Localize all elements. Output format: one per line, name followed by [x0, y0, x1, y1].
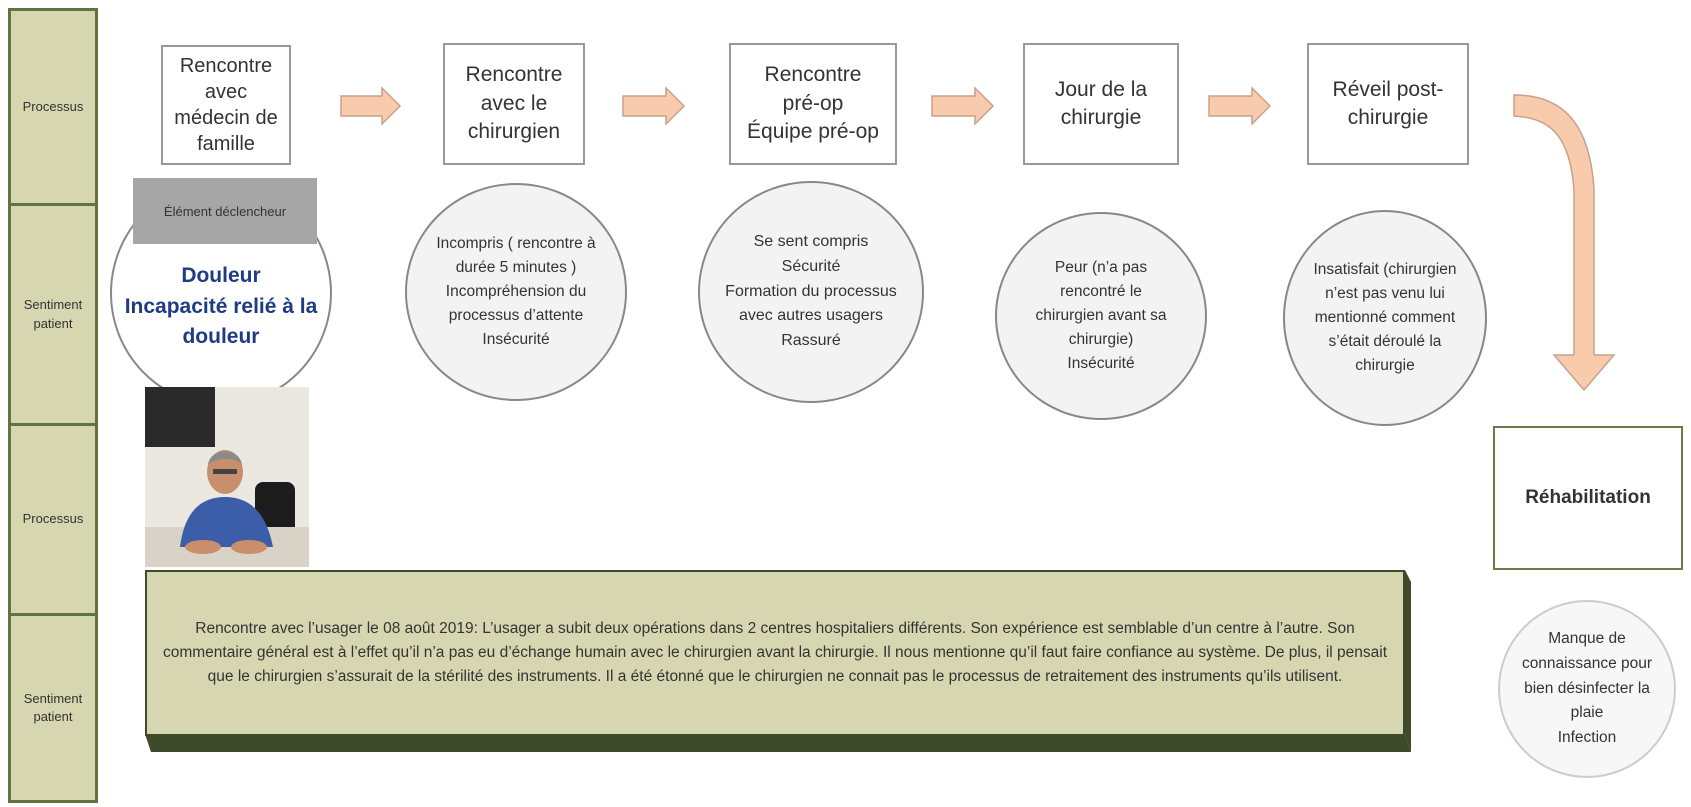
panel-3d-edges [145, 570, 1411, 752]
trigger-label: Élément déclencheur [133, 178, 317, 244]
row-label-processus-2: Processus [11, 426, 95, 616]
row-label-processus-1: Processus [11, 11, 95, 206]
patient-photo [145, 387, 309, 567]
feeling-circle-surgery-day: Peur (n’a pas rencontré le chirurgien av… [995, 212, 1207, 420]
right-arrow-icon [931, 86, 995, 126]
feeling-circle-rehabilitation: Manque de connaissance pour bien désinfe… [1498, 600, 1676, 778]
row-labels-column: Processus Sentiment patient Processus Se… [8, 8, 98, 803]
right-arrow-icon [1208, 86, 1272, 126]
process-step-preop-meeting: Rencontre pré-op Équipe pré-op [729, 43, 897, 165]
feeling-circle-preop: Se sent compris Sécurité Formation du pr… [698, 181, 924, 403]
process-step-surgery-day: Jour de la chirurgie [1023, 43, 1179, 165]
process-step-post-surgery-wake: Réveil post- chirurgie [1307, 43, 1469, 165]
curved-down-arrow-icon [1513, 94, 1616, 392]
row-label-sentiment-1: Sentiment patient [11, 206, 95, 426]
feeling-circle-surgeon-meeting: Incompris ( rencontre à durée 5 minutes … [405, 183, 627, 401]
feeling-circle-post-surgery: Insatisfait (chirurgien n’est pas venu l… [1283, 210, 1487, 426]
rehabilitation-box: Réhabilitation [1493, 426, 1683, 570]
row-label-sentiment-2: Sentiment patient [23, 690, 83, 724]
interview-note-panel: Rencontre avec l’usager le 08 août 2019:… [145, 570, 1405, 736]
right-arrow-icon [622, 86, 686, 126]
process-step-family-doctor: Rencontre avec médecin de famille [161, 45, 291, 165]
process-step-surgeon-meeting: Rencontre avec le chirurgien [443, 43, 585, 165]
right-arrow-icon [340, 86, 402, 126]
